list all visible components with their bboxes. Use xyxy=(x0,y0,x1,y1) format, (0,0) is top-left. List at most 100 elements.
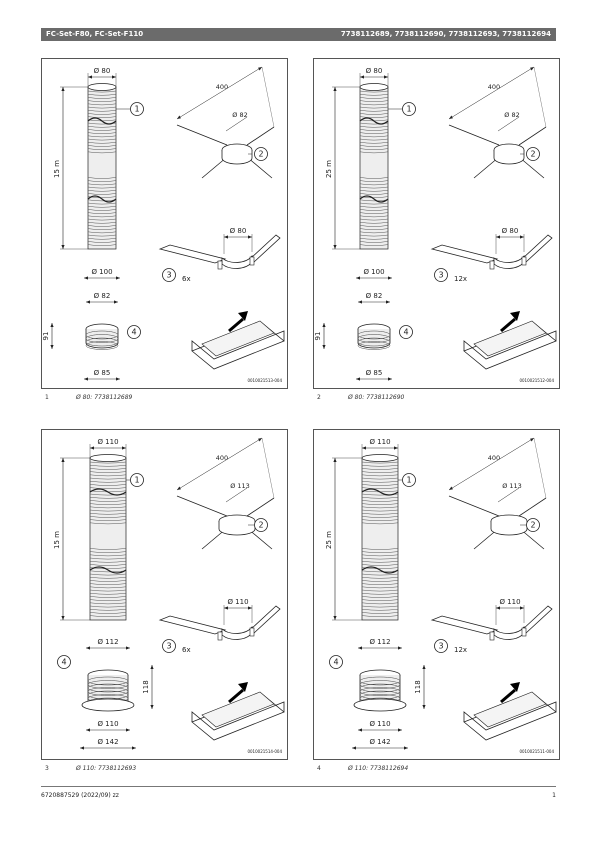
spacer-span-label: 400 xyxy=(488,454,500,462)
spacer-spider-drawing xyxy=(176,495,275,550)
flex-hose-drawing xyxy=(359,83,389,250)
footer-page-number: 1 xyxy=(552,792,556,799)
fitting-base-diameter-label: Ø 142 xyxy=(369,738,390,746)
callout-number: 4 xyxy=(131,328,136,337)
spacer-ring-label: Ø 82 xyxy=(504,111,519,119)
fitting-base-diameter-label: Ø 142 xyxy=(97,738,118,746)
hose-length-label: 25 m xyxy=(325,160,333,178)
figure-number: 4 xyxy=(317,765,321,772)
fitting-bottom-diameter-label: Ø 110 xyxy=(369,720,390,728)
callout-4-badge: 4 xyxy=(127,325,141,339)
callout-2-badge: 2 xyxy=(526,518,540,532)
spacer-span-label: 400 xyxy=(216,454,228,462)
wall-bracket-drawing xyxy=(430,234,553,270)
callout-number: 3 xyxy=(166,642,171,651)
roof-tray-drawing xyxy=(191,682,285,741)
hose-diameter-label: Ø 110 xyxy=(97,438,118,446)
callout-3-badge: 3 xyxy=(162,639,176,653)
spacer-ring-label: Ø 113 xyxy=(502,482,522,490)
callout-number: 1 xyxy=(406,476,411,485)
bracket-diameter-label: Ø 80 xyxy=(502,227,519,235)
figure-drawing-code: 0010021512-004 xyxy=(519,378,554,383)
flex-hose-drawing xyxy=(87,83,117,250)
hose-length-label: 15 m xyxy=(53,160,61,178)
spacer-spider-drawing xyxy=(448,495,547,550)
spacer-span-label: 400 xyxy=(488,83,500,91)
header-article-numbers: 7738112689, 7738112690, 7738112693, 7738… xyxy=(340,30,551,38)
callout-1-badge: 1 xyxy=(130,473,144,487)
callout-1-badge: 1 xyxy=(402,102,416,116)
callout-2-badge: 2 xyxy=(254,518,268,532)
bracket-quantity-label: 12x xyxy=(454,275,467,283)
flex-hose-drawing xyxy=(361,454,399,621)
connector-fitting-drawing xyxy=(85,323,119,350)
hose-length-label: 25 m xyxy=(325,531,333,549)
fitting-height-label: 91 xyxy=(314,332,322,341)
figure-number: 3 xyxy=(45,765,49,772)
roof-tray-drawing xyxy=(463,682,557,741)
callout-number: 4 xyxy=(333,658,338,667)
connector-fitting-drawing xyxy=(81,669,135,712)
callout-1-badge: 1 xyxy=(130,102,144,116)
spacer-span-label: 400 xyxy=(216,83,228,91)
fitting-height-label: 91 xyxy=(42,332,50,341)
fitting-bottom-diameter-label: Ø 110 xyxy=(97,720,118,728)
footer-doc-number: 6720887529 (2022/09) zz xyxy=(41,792,119,799)
callout-number: 4 xyxy=(61,658,66,667)
callout-number: 1 xyxy=(134,476,139,485)
fitting-bottom-diameter-label: Ø 85 xyxy=(366,369,383,377)
callout-4-badge: 4 xyxy=(399,325,413,339)
hose-diameter-label: Ø 80 xyxy=(94,67,111,75)
figure-drawing-code: 0010021511-004 xyxy=(519,749,554,754)
bracket-diameter-label: Ø 110 xyxy=(227,598,248,606)
callout-number: 2 xyxy=(530,521,535,530)
figure-caption-text: Ø 110: 7738112694 xyxy=(348,765,409,772)
fitting-inner-diameter-label: Ø 82 xyxy=(94,292,111,300)
spacer-ring-label: Ø 113 xyxy=(230,482,250,490)
callout-2-badge: 2 xyxy=(254,147,268,161)
fitting-outer-diameter-label: Ø 100 xyxy=(363,268,384,276)
connector-fitting-drawing xyxy=(353,669,407,712)
fitting-outer-diameter-label: Ø 100 xyxy=(91,268,112,276)
callout-number: 2 xyxy=(258,521,263,530)
hose-length-label: 15 m xyxy=(53,531,61,549)
bracket-diameter-label: Ø 80 xyxy=(230,227,247,235)
callout-number: 1 xyxy=(134,105,139,114)
callout-4-badge: 4 xyxy=(329,655,343,669)
fitting-bottom-diameter-label: Ø 85 xyxy=(94,369,111,377)
callout-number: 2 xyxy=(530,150,535,159)
spacer-spider-drawing xyxy=(448,124,547,179)
callout-3-badge: 3 xyxy=(434,639,448,653)
figure-caption-text: Ø 80: 7738112689 xyxy=(76,394,133,401)
spacer-spider-drawing xyxy=(176,124,275,179)
wall-bracket-drawing xyxy=(158,605,281,641)
callout-4-badge: 4 xyxy=(57,655,71,669)
wall-bracket-drawing xyxy=(158,234,281,270)
callout-3-badge: 3 xyxy=(162,268,176,282)
callout-number: 3 xyxy=(438,271,443,280)
figure-caption-text: Ø 110: 7738112693 xyxy=(76,765,137,772)
callout-number: 1 xyxy=(406,105,411,114)
fitting-height-label: 118 xyxy=(142,680,150,693)
wall-bracket-drawing xyxy=(430,605,553,641)
figure-caption-text: Ø 80: 7738112690 xyxy=(348,394,405,401)
fitting-outer-diameter-label: Ø 112 xyxy=(97,638,118,646)
header-title: FC-Set-F80, FC-Set-F110 xyxy=(46,30,144,38)
figure-drawing-code: 0010021514-004 xyxy=(247,749,282,754)
connector-fitting-drawing xyxy=(357,323,391,350)
page-footer: 6720887529 (2022/09) zz 1 xyxy=(41,786,556,799)
bracket-quantity-label: 6x xyxy=(182,275,191,283)
callout-3-badge: 3 xyxy=(434,268,448,282)
fitting-inner-diameter-label: Ø 82 xyxy=(366,292,383,300)
callout-number: 3 xyxy=(438,642,443,651)
roof-tray-drawing xyxy=(191,311,285,370)
spacer-ring-label: Ø 82 xyxy=(232,111,247,119)
hose-diameter-label: Ø 110 xyxy=(369,438,390,446)
roof-tray-drawing xyxy=(463,311,557,370)
bracket-diameter-label: Ø 110 xyxy=(499,598,520,606)
callout-number: 3 xyxy=(166,271,171,280)
figure-number: 2 xyxy=(317,394,321,401)
